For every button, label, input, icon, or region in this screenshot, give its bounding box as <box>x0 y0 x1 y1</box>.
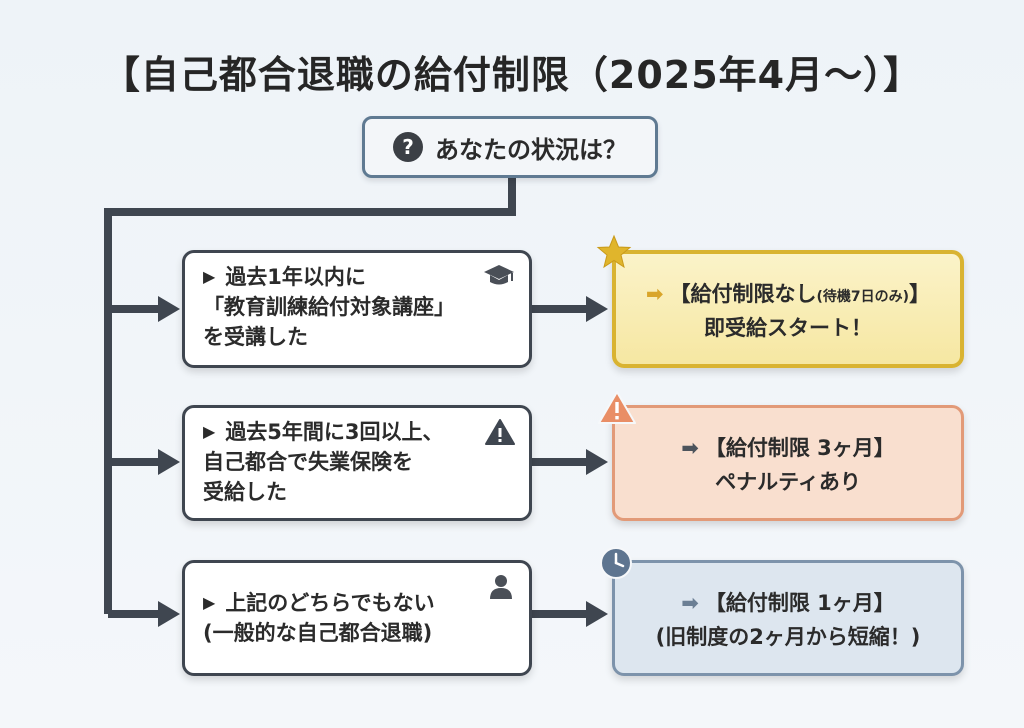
condition-line: 「教育訓練給付対象講座」 <box>203 294 455 319</box>
result-heading: 【給付制限なし <box>669 282 817 306</box>
condition-line: (一般的な自己都合退職) <box>203 620 433 645</box>
condition-line: 過去1年以内に <box>225 265 366 289</box>
question-box: ? あなたの状況は？ <box>362 116 658 178</box>
result-box-1-month: ➡【給付制限 1ヶ月】 (旧制度の2ヶ月から短縮！) <box>612 560 964 676</box>
page-title: 【自己都合退職の給付制限（2025年4月〜）】 <box>101 53 923 97</box>
question-icon: ? <box>393 132 423 162</box>
result-subtext: 即受給スタート！ <box>704 315 872 340</box>
result-box-no-restriction: ➡【給付制限なし(待機7日のみ)】 即受給スタート！ <box>612 250 964 368</box>
condition-box-education: ▶ 過去1年以内に 「教育訓練給付対象講座」 を受講した <box>182 250 532 368</box>
condition-line: 過去5年間に3回以上、 <box>225 420 444 444</box>
person-icon <box>490 575 512 599</box>
trunk-line <box>104 178 516 614</box>
star-icon <box>596 234 632 269</box>
clock-icon <box>600 547 632 579</box>
bullet-triangle-icon: ▶ <box>203 593 216 612</box>
condition-box-general: ▶ 上記のどちらでもない (一般的な自己都合退職) <box>182 560 532 676</box>
arrow-right-icon: ➡ <box>681 591 699 615</box>
bullet-triangle-icon: ▶ <box>203 422 216 441</box>
branch-arrowhead-3 <box>158 601 180 627</box>
result-heading-note: (待機7日のみ) <box>816 289 910 305</box>
result-subtext: ペナルティあり <box>715 469 861 494</box>
result-heading-end: 】 <box>909 282 931 306</box>
result-arrowhead-1 <box>586 296 608 322</box>
branch-arrowhead-1 <box>158 296 180 322</box>
arrow-right-icon: ➡ <box>681 436 699 460</box>
condition-box-repeat: ▶ 過去5年間に3回以上、 自己都合で失業保険を 受給した <box>182 405 532 521</box>
arrow-right-icon: ➡ <box>645 282 664 306</box>
condition-line: 自己都合で失業保険を <box>203 449 413 474</box>
graduation-cap-icon <box>484 265 514 285</box>
warning-icon <box>485 419 515 445</box>
condition-line: 上記のどちらでもない <box>225 591 435 615</box>
question-text: あなたの状況は？ <box>435 135 627 164</box>
branch-arrowhead-2 <box>158 449 180 475</box>
bullet-triangle-icon: ▶ <box>203 267 216 286</box>
result-heading: 【給付制限 1ヶ月】 <box>704 591 895 615</box>
result-heading: 【給付制限 3ヶ月】 <box>704 436 895 460</box>
condition-line: 受給した <box>203 479 287 504</box>
result-box-3-months: ➡【給付制限 3ヶ月】 ペナルティあり <box>612 405 964 521</box>
result-arrowhead-3 <box>586 601 608 627</box>
result-subtext: (旧制度の2ヶ月から短縮！) <box>655 624 921 649</box>
result-arrowhead-2 <box>586 449 608 475</box>
warning-icon <box>598 391 636 424</box>
condition-line: を受講した <box>203 324 308 349</box>
